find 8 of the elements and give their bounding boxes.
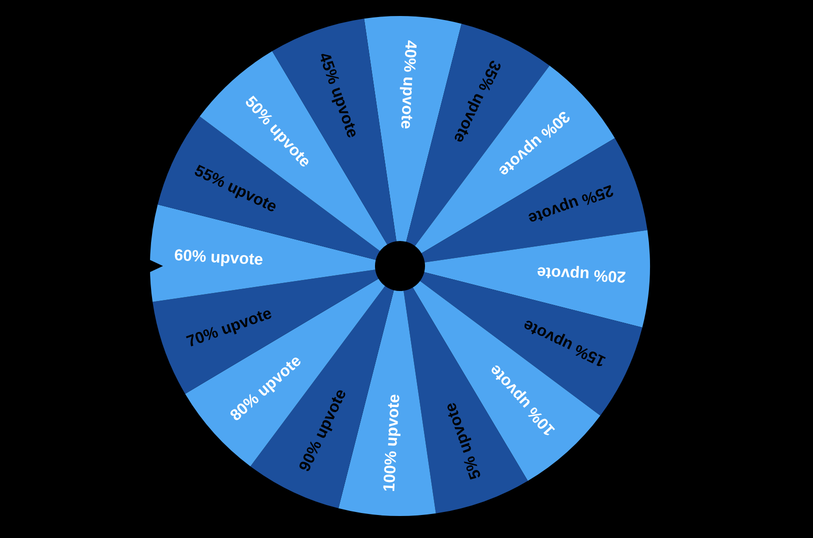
slice-label: 25% upvote: [526, 181, 616, 227]
slice-label: 70% upvote: [184, 305, 274, 351]
slice-label: 100% upvote: [381, 394, 404, 492]
slice-label: 60% upvote: [174, 247, 264, 269]
slice-label: 5% upvote: [442, 400, 485, 482]
slice-label: 40% upvote: [397, 40, 419, 130]
slice-label: 45% upvote: [315, 50, 361, 140]
slice-label: 20% upvote: [536, 263, 626, 285]
